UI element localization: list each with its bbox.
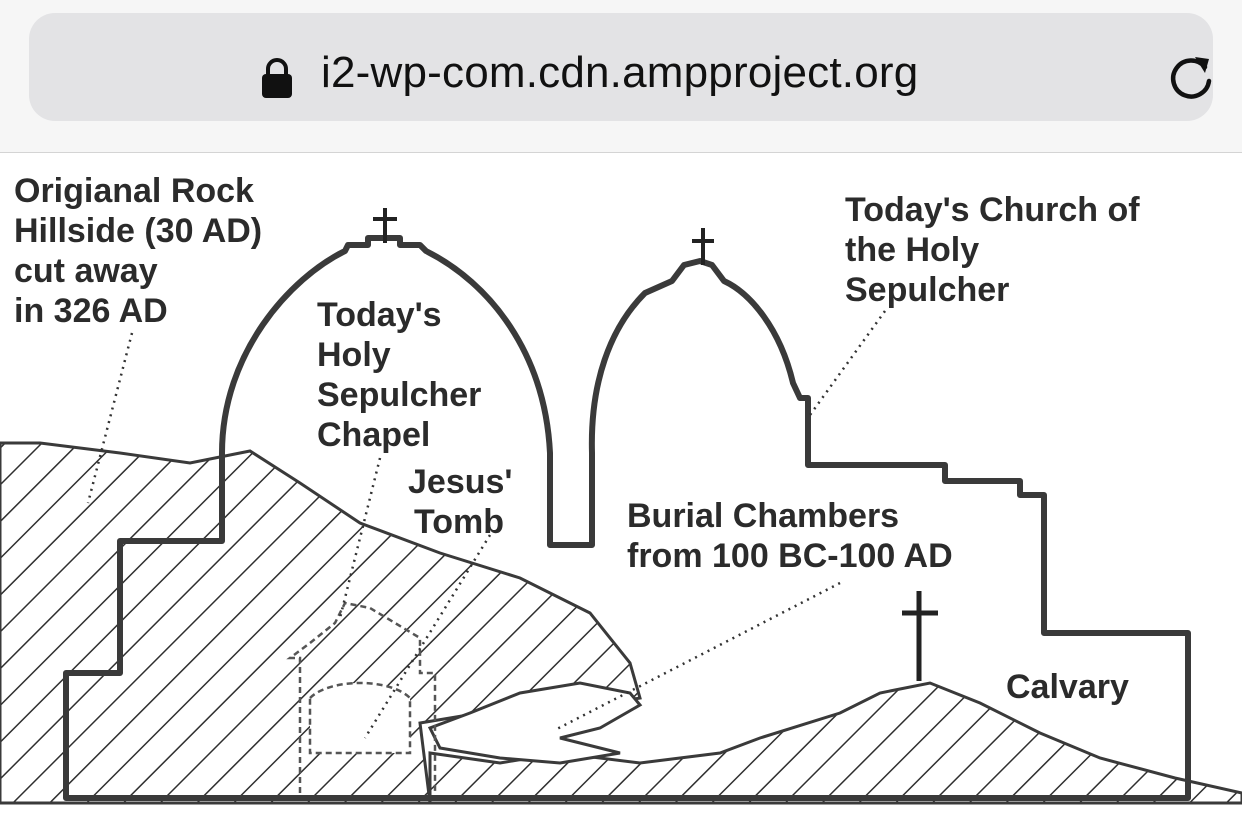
tomb-chapel — [286, 601, 437, 793]
label-hillside: Origianal Rock Hillside (30 AD) cut away… — [14, 172, 272, 330]
url-text: i2-wp-com.cdn.ampproject.org — [321, 48, 919, 97]
leader-hillside — [86, 332, 134, 504]
tomb-chamber — [308, 681, 412, 755]
reload-icon[interactable] — [1165, 51, 1217, 108]
address-bar[interactable]: i2-wp-com.cdn.ampproject.org — [29, 13, 1213, 121]
leader-tomb — [363, 534, 492, 739]
label-church: Today's Church of the Holy Sepulcher — [845, 191, 1149, 309]
label-chapel: Today's Holy Sepulcher Chapel — [317, 296, 491, 454]
church-outline — [63, 235, 1191, 801]
dome-cross-left — [373, 208, 397, 243]
label-chambers: Burial Chambers from 100 BC-100 AD — [627, 497, 953, 575]
label-calvary: Calvary — [1006, 668, 1129, 706]
lock-icon — [260, 57, 294, 104]
calvary-cross — [902, 591, 938, 681]
diagram-image: Origianal Rock Hillside (30 AD) cut away… — [0, 153, 1242, 818]
browser-toolbar: i2-wp-com.cdn.ampproject.org — [0, 0, 1242, 153]
label-tomb: Jesus' Tomb — [408, 463, 522, 541]
dome-cross-right — [692, 228, 714, 265]
leader-chambers — [554, 581, 841, 732]
burial-chambers — [427, 681, 643, 765]
leader-church — [808, 310, 887, 416]
